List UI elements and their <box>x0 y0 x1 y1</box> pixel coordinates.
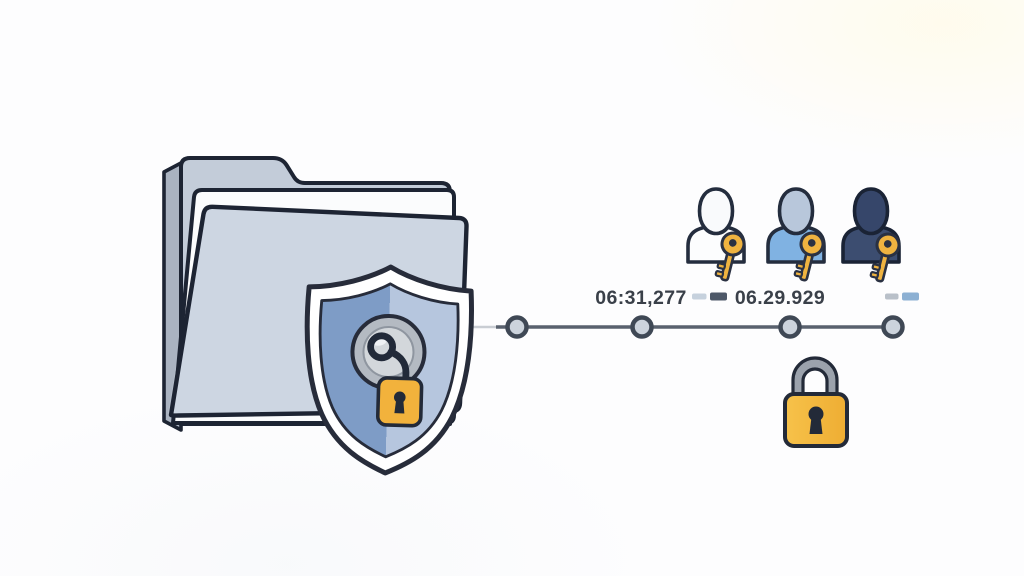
user-icon-blue <box>766 187 827 285</box>
timeline-node <box>881 315 905 339</box>
tick-gray <box>885 293 899 300</box>
tick-blue <box>902 292 919 301</box>
tick-badge-pair-1 <box>692 292 727 301</box>
timeline-node <box>630 315 654 339</box>
user-icon-dark <box>841 187 903 286</box>
timeline: 06:31,277 06.29.929 <box>468 287 919 339</box>
tick-dark <box>710 292 727 301</box>
shield-lock-icon <box>304 264 474 476</box>
keyhole-stem <box>394 399 405 414</box>
timeline-node <box>505 315 529 339</box>
keyhole-stem <box>809 417 823 434</box>
user-head <box>852 187 890 236</box>
users-row <box>686 187 903 286</box>
user-head <box>697 187 735 236</box>
padlock-small-icon <box>375 376 424 428</box>
unlocked-hook <box>367 332 410 385</box>
timestamp-label-2: 06.29.929 <box>735 287 825 309</box>
timestamp-label-1: 06:31,277 <box>595 287 686 309</box>
timeline-node <box>778 315 802 339</box>
padlock-icon <box>783 356 849 448</box>
tick-light <box>692 293 707 300</box>
padlock-shackle <box>791 356 839 399</box>
user-icon-outline <box>686 187 748 285</box>
tick-badge-pair-2 <box>885 292 919 301</box>
user-head <box>777 187 815 236</box>
